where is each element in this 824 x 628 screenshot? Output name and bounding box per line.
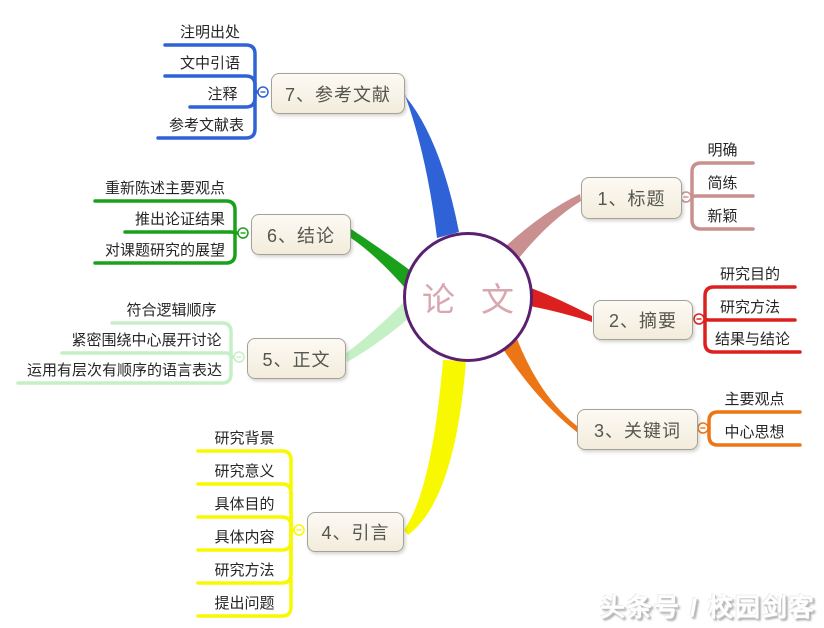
branch-6-child-line-0 (93, 199, 240, 235)
central-topic-label: 论文 (422, 281, 540, 318)
leaf-1-2[interactable]: 新颖 (707, 208, 738, 225)
collapse-button-branch-3[interactable] (697, 422, 709, 434)
topic-7-references[interactable]: 7、参考文献 (271, 73, 405, 114)
branch-6-child-line-1 (123, 230, 237, 235)
branch-2-curve (530, 288, 592, 322)
leaf-3-0[interactable]: 主要观点 (724, 391, 785, 408)
topic-4-label: 4、引言 (321, 523, 390, 543)
collapse-button-branch-5[interactable] (233, 351, 245, 363)
leaf-4-2[interactable]: 具体目的 (214, 496, 275, 513)
topic-5-label: 5、正文 (262, 349, 331, 370)
branch-7-curve (403, 90, 459, 238)
leaf-7-1[interactable]: 文中引语 (179, 55, 240, 72)
topic-4-introduction[interactable]: 4、引言 (307, 512, 404, 552)
leaf-4-1[interactable]: 研究意义 (214, 463, 275, 480)
branch-4-child-line-2 (196, 515, 293, 532)
branch-5-child-line-1 (60, 351, 233, 359)
leaf-3-1[interactable]: 中心思想 (724, 424, 785, 441)
topic-6-label: 6、结论 (266, 225, 335, 246)
topic-2-abstract[interactable]: 2、摘要 (593, 300, 693, 340)
branch-3-curve (503, 339, 578, 433)
branch-4-child-line-0 (196, 449, 296, 532)
leaf-7-2[interactable]: 注释 (207, 86, 238, 103)
collapse-button-branch-2[interactable] (693, 313, 705, 325)
topic-2-label: 2、摘要 (608, 311, 677, 331)
leaf-2-1[interactable]: 研究方法 (719, 299, 780, 316)
topic-7-label: 7、参考文献 (284, 84, 391, 105)
branch-6-child-line-2 (93, 231, 237, 265)
branch-3-child-line-1 (707, 426, 802, 447)
branch-5-child-line-2 (16, 355, 233, 385)
leaf-5-2[interactable]: 运用有层次有顺序的语言表达 (26, 362, 222, 379)
branch-7-child-line-0 (163, 43, 260, 94)
collapse-button-branch-4[interactable] (293, 524, 305, 536)
leaf-1-1[interactable]: 简练 (707, 175, 738, 192)
leaf-4-4[interactable]: 研究方法 (214, 562, 275, 579)
branch-1-child-line-1 (690, 194, 755, 199)
leaf-4-3[interactable]: 具体内容 (214, 529, 275, 546)
branch-7-child-line-3 (156, 90, 257, 140)
collapse-button-branch-1[interactable] (680, 191, 692, 203)
branch-1-child-line-0 (687, 161, 755, 199)
leaf-4-0[interactable]: 研究背景 (214, 430, 275, 447)
leaf-6-0[interactable]: 重新陈述主要观点 (104, 180, 225, 197)
branch-6-curve (351, 229, 411, 289)
leaf-6-2[interactable]: 对课题研究的展望 (104, 242, 225, 259)
leaf-5-0[interactable]: 符合逻辑顺序 (126, 302, 217, 319)
topic-3-label: 3、关键词 (593, 420, 681, 441)
branch-3-child-line-0 (704, 410, 802, 430)
branch-4-curve (404, 360, 466, 535)
central-topic[interactable]: 论文 (403, 232, 533, 362)
branch-7-child-line-1 (163, 74, 257, 94)
topic-1-title[interactable]: 1、标题 (581, 177, 682, 219)
collapse-button-branch-6[interactable] (237, 227, 249, 239)
branch-2-child-line-2 (703, 317, 802, 354)
branch-4-child-line-1 (196, 482, 293, 532)
branch-5-child-line-0 (110, 321, 236, 359)
leaf-7-3[interactable]: 参考文献表 (168, 117, 244, 134)
branch-2-child-line-1 (703, 317, 797, 322)
leaf-6-1[interactable]: 推出论证结果 (134, 211, 225, 228)
watermark: 头条号 / 校园剑客 (600, 594, 816, 622)
leaf-1-0[interactable]: 明确 (707, 142, 738, 159)
topic-3-keywords[interactable]: 3、关键词 (577, 409, 698, 450)
branch-5-curve (346, 302, 409, 362)
leaf-2-0[interactable]: 研究目的 (719, 266, 780, 283)
topic-1-label: 1、标题 (597, 189, 666, 209)
branch-2-child-line-0 (700, 285, 797, 321)
branch-1-child-line-2 (690, 195, 755, 231)
leaf-7-0[interactable]: 注明出处 (179, 24, 240, 41)
topic-6-conclusion[interactable]: 6、结论 (251, 214, 351, 255)
branch-4-child-line-5 (196, 528, 293, 618)
leaf-2-2[interactable]: 结果与结论 (714, 331, 790, 348)
leaf-5-1[interactable]: 紧密围绕中心展开讨论 (71, 332, 222, 349)
collapse-button-branch-7[interactable] (257, 86, 269, 98)
leaf-4-5[interactable]: 提出问题 (214, 595, 275, 612)
branch-1-curve (506, 194, 581, 258)
topic-5-body[interactable]: 5、正文 (247, 338, 346, 379)
